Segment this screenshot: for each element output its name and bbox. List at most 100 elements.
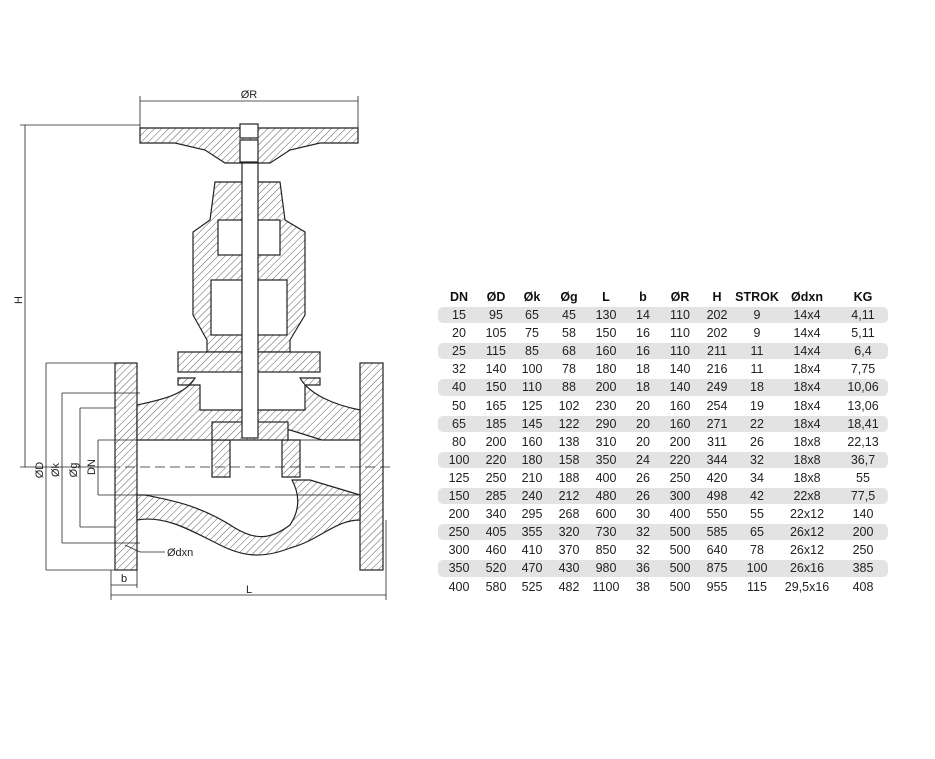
table-cell: 11	[750, 344, 764, 359]
table-cell: 18x4	[793, 362, 821, 377]
dim-dxn-label: Ødxn	[167, 547, 193, 559]
right-flange	[359, 362, 384, 571]
table-cell: 158	[558, 452, 580, 467]
column-header: Øk	[523, 290, 541, 304]
left-flange	[114, 362, 138, 571]
table-cell: 140	[485, 362, 507, 377]
table-cell: 600	[595, 507, 617, 522]
table-cell: 160	[521, 434, 543, 449]
table-cell: 19	[750, 398, 764, 413]
table-cell: 85	[525, 344, 539, 359]
table-cell: 18x8	[793, 452, 821, 467]
table-cell: 15	[452, 308, 466, 323]
table-cell: 18x4	[793, 416, 821, 431]
seat	[211, 439, 231, 478]
table-cell: 500	[669, 579, 691, 594]
table-cell: 95	[489, 308, 503, 323]
table-cell: 26	[636, 489, 650, 504]
table-cell: 20	[636, 398, 650, 413]
table-cell: 200	[852, 525, 874, 540]
table-cell: 430	[558, 561, 580, 576]
table-cell: 220	[485, 452, 507, 467]
table-cell: 180	[595, 362, 617, 377]
table-cell: 344	[706, 452, 728, 467]
table-cell: 350	[595, 452, 617, 467]
stem-square	[239, 139, 259, 163]
table-cell: 125	[521, 398, 543, 413]
table-cell: 400	[448, 579, 470, 594]
table-cell: 300	[669, 489, 691, 504]
table-cell: 22,13	[847, 434, 879, 449]
table-cell: 500	[669, 543, 691, 558]
table-cell: 955	[706, 579, 728, 594]
table-cell: 32	[636, 525, 650, 540]
table-cell: 20	[636, 416, 650, 431]
column-header: STROK	[735, 290, 779, 304]
table-cell: 100	[746, 561, 768, 576]
table-cell: 165	[485, 398, 507, 413]
table-cell: 525	[521, 579, 543, 594]
table-cell: 13,06	[847, 398, 879, 413]
table-cell: 200	[485, 434, 507, 449]
table-cell: 125	[448, 470, 470, 485]
table-cell: 150	[595, 326, 617, 341]
table-cell: 42	[750, 489, 764, 504]
table-cell: 32	[452, 362, 466, 377]
table-cell: 6,4	[854, 344, 872, 359]
table-cell: 150	[448, 489, 470, 504]
table-cell: 250	[448, 525, 470, 540]
table-cell: 100	[521, 362, 543, 377]
table-cell: 254	[706, 398, 728, 413]
table-cell: 408	[852, 579, 874, 594]
table-cell: 16	[636, 344, 650, 359]
table-cell: 180	[521, 452, 543, 467]
table-cell: 58	[562, 326, 576, 341]
handwheel-nut	[239, 123, 259, 139]
table-cell: 295	[521, 507, 543, 522]
table-cell: 730	[595, 525, 617, 540]
table-cell: 65	[750, 525, 764, 540]
table-cell: 160	[669, 416, 691, 431]
table-cell: 29,5x16	[784, 579, 830, 594]
table-cell: 202	[706, 308, 728, 323]
table-cell: 216	[706, 362, 728, 377]
table-cell: 14x4	[793, 308, 821, 323]
table-cell: 110	[522, 380, 542, 395]
table-cell: 4,11	[851, 308, 875, 323]
table-cell: 340	[485, 507, 507, 522]
table-cell: 45	[562, 308, 576, 323]
table-cell: 78	[750, 543, 764, 558]
table-cell: 26x16	[789, 561, 825, 576]
table-cell: 405	[485, 525, 507, 540]
table-cell: 980	[595, 561, 617, 576]
table-cell: 580	[485, 579, 507, 594]
table-cell: 18x4	[793, 380, 821, 395]
table-cell: 14	[636, 308, 650, 323]
table-cell: 75	[525, 326, 539, 341]
table-cell: 140	[669, 380, 691, 395]
table-cell: 26	[750, 434, 764, 449]
table-cell: 211	[707, 344, 727, 359]
table-cell: 160	[669, 398, 691, 413]
table-cell: 230	[595, 398, 617, 413]
table-cell: 22	[750, 416, 764, 431]
table-cell: 18x8	[793, 434, 821, 449]
table-cell: 22x12	[789, 507, 825, 522]
table-cell: 18	[636, 362, 650, 377]
table-cell: 78	[562, 362, 576, 377]
column-header: L	[602, 290, 610, 304]
table-cell: 18x4	[793, 398, 821, 413]
table-cell: 14x4	[793, 326, 821, 341]
table-cell: 420	[706, 470, 728, 485]
table-cell: 122	[558, 416, 580, 431]
table-cell: 22x8	[793, 489, 821, 504]
table-cell: 50	[452, 398, 466, 413]
table-cell: 36	[636, 561, 650, 576]
table-cell: 240	[521, 489, 543, 504]
table-cell: 115	[747, 579, 767, 594]
